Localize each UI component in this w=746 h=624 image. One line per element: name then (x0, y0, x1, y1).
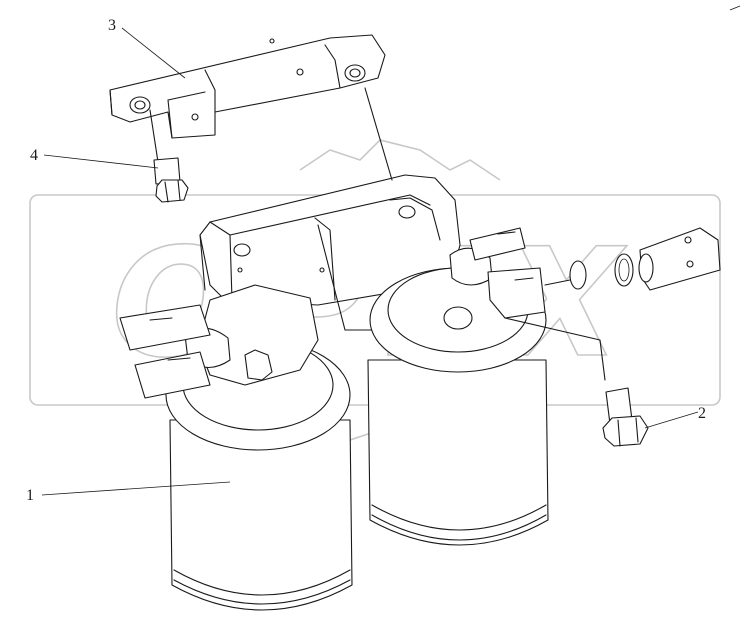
callout-1: 1 (26, 481, 231, 504)
callout-label: 2 (698, 405, 706, 422)
filter-left (119, 284, 353, 611)
filter-right (367, 227, 606, 546)
bolt-part-2 (602, 387, 649, 447)
callout-3: 3 (108, 17, 186, 79)
bolt-part-4 (149, 109, 189, 203)
callout-label: 1 (26, 487, 34, 504)
corner-mark (729, 5, 741, 11)
callout-label: 4 (30, 147, 38, 164)
callout-4: 4 (30, 147, 159, 169)
bracket-part-3 (109, 34, 386, 139)
callout-2: 2 (644, 405, 706, 429)
seal-rings (544, 227, 721, 291)
callout-label: 3 (108, 17, 116, 34)
